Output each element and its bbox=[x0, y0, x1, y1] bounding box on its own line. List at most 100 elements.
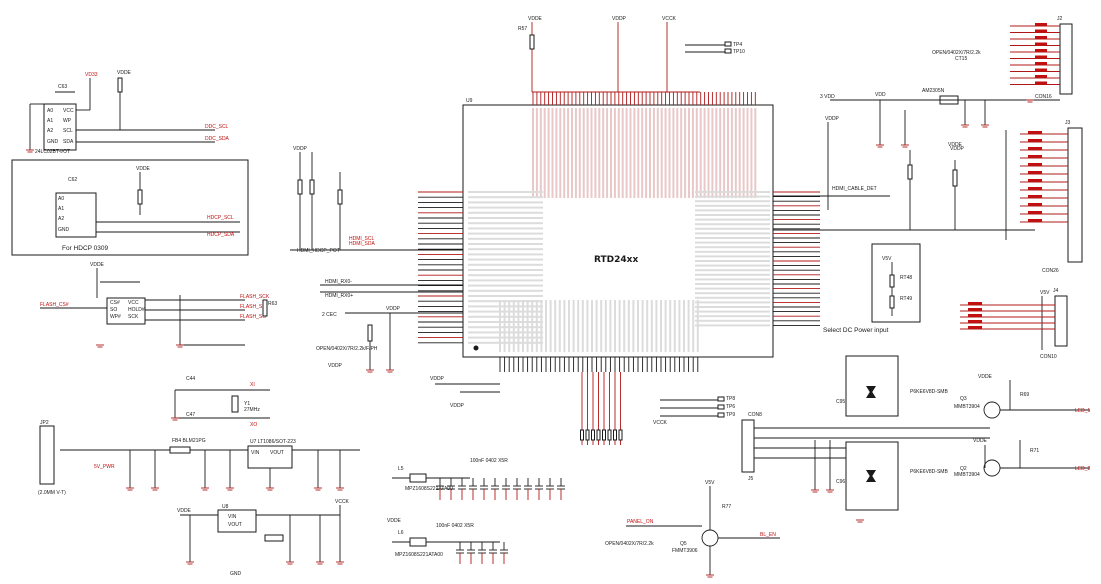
svg-text:CT15: CT15 bbox=[955, 56, 967, 62]
pin-text-strip bbox=[468, 321, 543, 323]
svg-text:C96: C96 bbox=[836, 479, 845, 485]
bottom-resistor bbox=[602, 429, 606, 441]
svg-text:DDC_SCL: DDC_SCL bbox=[205, 124, 229, 130]
pin-text-strip bbox=[508, 300, 511, 352]
pin-text-strip bbox=[609, 300, 612, 352]
pin-text-strip bbox=[468, 336, 543, 339]
pin-text-strip bbox=[468, 331, 543, 334]
pin-text-strip bbox=[545, 300, 547, 352]
svg-text:OPEN/0402X/7R/2.2k: OPEN/0402X/7R/2.2k bbox=[605, 541, 654, 547]
pin-text-strip bbox=[719, 108, 722, 198]
pin-text-strip bbox=[468, 284, 543, 287]
pin-text-strip bbox=[468, 222, 543, 225]
svg-text:V5V: V5V bbox=[882, 256, 892, 262]
svg-text:27MHz: 27MHz bbox=[244, 407, 260, 413]
dc-select: RT48 RT49 V5V Select DC Power input bbox=[823, 243, 921, 334]
pin-text-strip bbox=[614, 300, 616, 352]
pin-text-strip bbox=[582, 108, 585, 198]
svg-text:DDC_SDA: DDC_SDA bbox=[205, 136, 230, 142]
pin-text-strip bbox=[695, 278, 770, 281]
net-tag bbox=[1028, 139, 1042, 142]
pin-text-strip bbox=[695, 237, 770, 239]
pin-text-strip bbox=[695, 324, 770, 327]
pin-text-strip bbox=[567, 108, 570, 198]
svg-text:L5: L5 bbox=[398, 466, 404, 472]
pin-text-strip bbox=[572, 300, 575, 352]
svg-text:A2: A2 bbox=[58, 216, 64, 222]
pin-text-strip bbox=[604, 300, 607, 352]
pin-text-strip bbox=[618, 300, 621, 352]
right-pins bbox=[695, 191, 820, 327]
net-tag bbox=[968, 314, 982, 317]
bottom-resistor bbox=[607, 429, 612, 441]
net-tag bbox=[1028, 155, 1042, 158]
svg-text:VCCK: VCCK bbox=[335, 499, 350, 505]
svg-text:5V_PWR: 5V_PWR bbox=[94, 464, 115, 470]
pin-text-strip bbox=[695, 292, 770, 295]
net-tag bbox=[1035, 36, 1047, 39]
pin-text-strip bbox=[678, 300, 681, 352]
j3-connector: J3 CON26 bbox=[1042, 120, 1083, 274]
svg-text:GND: GND bbox=[47, 139, 59, 145]
pin-text-strip bbox=[535, 108, 538, 198]
svg-text:OPEN/0402X/7R/2.2k: OPEN/0402X/7R/2.2k bbox=[932, 50, 981, 56]
pin-text-strip bbox=[594, 108, 597, 198]
svg-text:A1: A1 bbox=[58, 206, 64, 212]
svg-text:A0: A0 bbox=[58, 196, 64, 202]
left-pins bbox=[418, 191, 543, 344]
pin-text-strip bbox=[468, 263, 543, 266]
pin-text-strip bbox=[680, 108, 683, 198]
pin-text-strip bbox=[695, 255, 770, 258]
pin-text-strip bbox=[613, 108, 616, 198]
inductors: L5 MPZ1608S221ATA00 VDDE L6 MPZ1608S221A… bbox=[387, 458, 508, 558]
svg-text:3 VDD: 3 VDD bbox=[820, 94, 835, 100]
svg-text:LED_2: LED_2 bbox=[1075, 466, 1091, 472]
svg-text:VCC: VCC bbox=[63, 108, 74, 114]
svg-text:VIN: VIN bbox=[251, 450, 260, 456]
pin-text-strip bbox=[695, 195, 770, 198]
pin-text-strip bbox=[526, 300, 529, 352]
net-tag bbox=[1028, 171, 1042, 174]
svg-text:Q3: Q3 bbox=[960, 396, 967, 402]
net-tag bbox=[968, 326, 982, 329]
svg-text:J3: J3 bbox=[1065, 120, 1071, 126]
svg-text:VDDE: VDDE bbox=[948, 142, 963, 148]
pin-text-strip bbox=[668, 108, 671, 198]
svg-text:V5V: V5V bbox=[705, 480, 715, 486]
svg-text:VDDE: VDDE bbox=[973, 438, 988, 444]
pin-text-strip bbox=[468, 232, 543, 235]
svg-text:U8: U8 bbox=[222, 504, 229, 510]
net-tag bbox=[1028, 131, 1042, 134]
svg-text:Y1: Y1 bbox=[244, 401, 250, 407]
svg-text:RT49: RT49 bbox=[900, 296, 912, 302]
svg-text:VDDP: VDDP bbox=[450, 403, 465, 409]
pin-text-strip bbox=[695, 283, 770, 285]
bottom-resistor bbox=[596, 429, 601, 441]
pin-text-strip bbox=[695, 306, 770, 308]
svg-text:Q2: Q2 bbox=[960, 466, 967, 472]
svg-text:SCL: SCL bbox=[63, 128, 73, 134]
svg-text:TP10: TP10 bbox=[733, 49, 745, 55]
l5-note: 100nF 0402 X5R bbox=[470, 458, 508, 464]
bottom-resistor bbox=[613, 429, 617, 441]
pin-text-strip bbox=[695, 218, 770, 221]
pin-text-strip bbox=[646, 300, 649, 352]
svg-text:CS#: CS# bbox=[110, 300, 120, 306]
pin-text-strip bbox=[632, 300, 635, 352]
pin-text-strip bbox=[499, 300, 501, 352]
right-top: J2 CON16 AM2305N 3 VDD VDD VDDE OPEN/040… bbox=[773, 16, 1073, 240]
pin-text-strip bbox=[468, 279, 543, 282]
pin-text-strip bbox=[581, 300, 584, 352]
pin-text-strip bbox=[625, 108, 628, 198]
pin-text-strip bbox=[695, 310, 770, 313]
svg-text:C44: C44 bbox=[186, 376, 195, 382]
pin-text-strip bbox=[468, 206, 543, 209]
pin-text-strip bbox=[695, 223, 770, 226]
pin-text-strip bbox=[627, 300, 630, 352]
pin-text-strip bbox=[687, 300, 690, 352]
pin-text-strip bbox=[543, 108, 546, 198]
pin-text-strip bbox=[503, 300, 506, 352]
pin-text-strip bbox=[652, 108, 655, 198]
jp2-connector: JP2 (2.0MM V-T) bbox=[38, 420, 66, 496]
